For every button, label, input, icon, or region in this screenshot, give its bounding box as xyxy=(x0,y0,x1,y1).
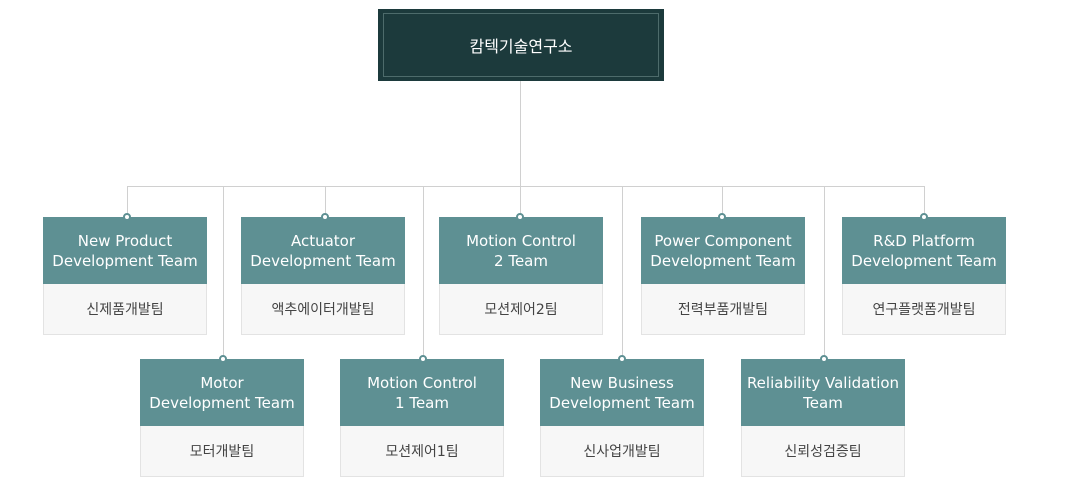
team-name-en: Actuator Development Team xyxy=(241,217,405,284)
team-name-en: Motion Control 2 Team xyxy=(439,217,603,284)
team-name-en: New Business Development Team xyxy=(540,359,704,426)
team-box-reliability-validation: Reliability Validation Team 신뢰성검증팀 xyxy=(741,359,905,477)
team-name-ko: 연구플랫폼개발팀 xyxy=(872,302,976,318)
team-name-en: Power Component Development Team xyxy=(641,217,805,284)
team-name-en: R&D Platform Development Team xyxy=(842,217,1006,284)
drop-line xyxy=(325,186,326,217)
team-name-ko: 모터개발팀 xyxy=(189,444,255,460)
team-name-en: Reliability Validation Team xyxy=(741,359,905,426)
team-box-actuator: Actuator Development Team 액추에이터개발팀 xyxy=(241,217,405,335)
connector-dot xyxy=(718,213,726,221)
drop-line-long xyxy=(824,186,825,359)
team-box-motor: Motor Development Team 모터개발팀 xyxy=(140,359,304,477)
drop-line-long xyxy=(423,186,424,359)
drop-line xyxy=(924,186,925,217)
team-box-motion-control-2: Motion Control 2 Team 모션제어2팀 xyxy=(439,217,603,335)
team-box-rd-platform: R&D Platform Development Team 연구플랫폼개발팀 xyxy=(842,217,1006,335)
team-box-motion-control-1: Motion Control 1 Team 모션제어1팀 xyxy=(340,359,504,477)
team-name-en: Motion Control 1 Team xyxy=(340,359,504,426)
team-box-power-component: Power Component Development Team 전력부품개발팀 xyxy=(641,217,805,335)
connector-dot xyxy=(820,355,828,363)
team-name-ko: 전력부품개발팀 xyxy=(677,302,769,318)
team-name-ko: 모션제어1팀 xyxy=(385,444,459,460)
connector-dot xyxy=(920,213,928,221)
root-node: 캄텍기술연구소 xyxy=(378,9,664,81)
team-name-en: Motor Development Team xyxy=(140,359,304,426)
team-name-ko: 신사업개발팀 xyxy=(583,444,661,460)
team-name-ko: 액추에이터개발팀 xyxy=(271,302,375,318)
team-box-new-business: New Business Development Team 신사업개발팀 xyxy=(540,359,704,477)
drop-line xyxy=(520,186,521,217)
connector-dot xyxy=(123,213,131,221)
team-box-new-product: New Product Development Team 신제품개발팀 xyxy=(43,217,207,335)
team-name-ko: 신뢰성검증팀 xyxy=(784,444,862,460)
root-stem-line xyxy=(520,81,521,186)
drop-line xyxy=(722,186,723,217)
drop-line-long xyxy=(223,186,224,359)
drop-line-long xyxy=(622,186,623,359)
connector-dot xyxy=(321,213,329,221)
branch-bus-line xyxy=(127,186,925,187)
connector-dot xyxy=(618,355,626,363)
drop-line xyxy=(127,186,128,217)
team-name-en: New Product Development Team xyxy=(43,217,207,284)
team-name-ko: 신제품개발팀 xyxy=(86,302,164,318)
connector-dot xyxy=(419,355,427,363)
team-name-ko: 모션제어2팀 xyxy=(484,302,558,318)
root-label: 캄텍기술연구소 xyxy=(383,13,659,77)
connector-dot xyxy=(219,355,227,363)
connector-dot xyxy=(516,213,524,221)
